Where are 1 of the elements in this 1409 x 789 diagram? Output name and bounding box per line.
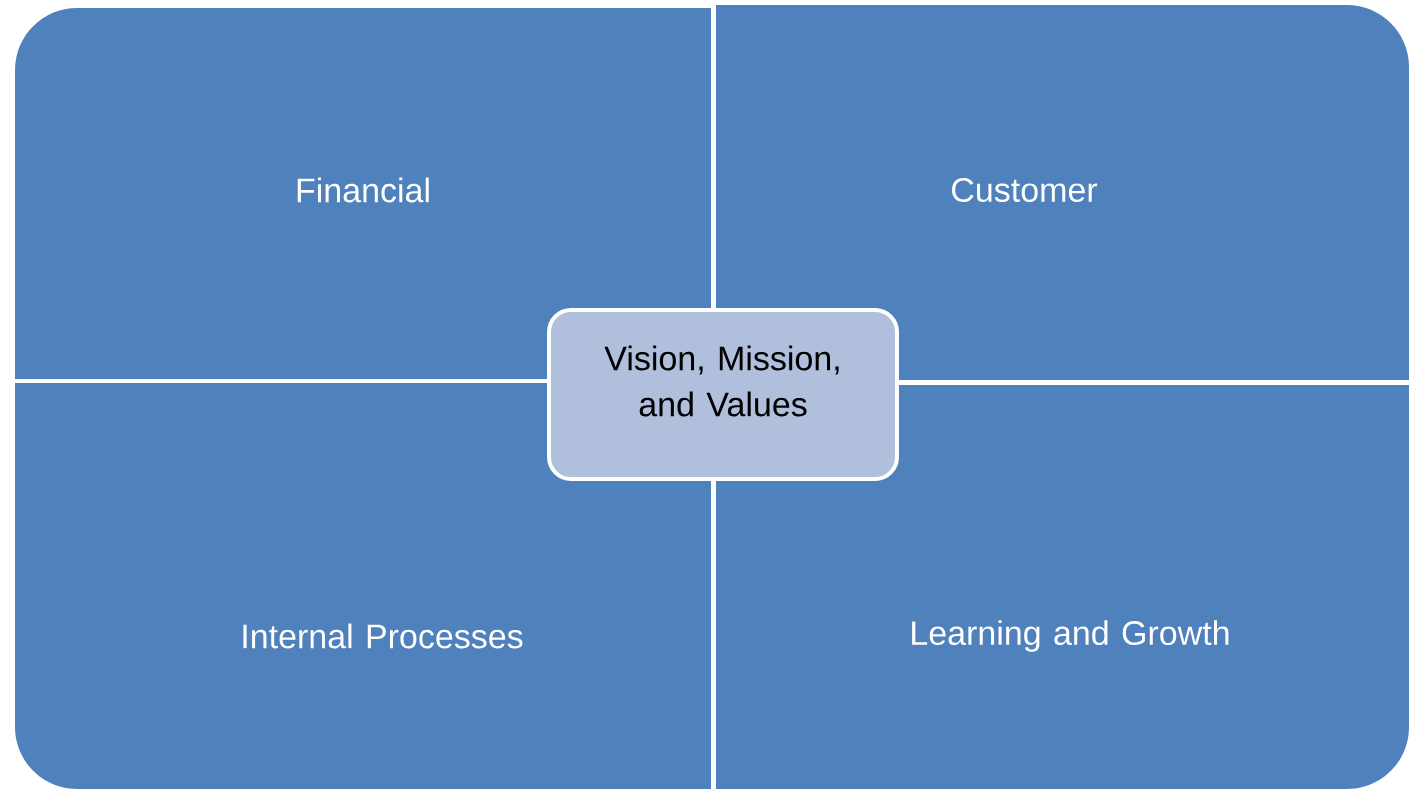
center-box: Vision, Mission, and Values	[547, 308, 899, 481]
